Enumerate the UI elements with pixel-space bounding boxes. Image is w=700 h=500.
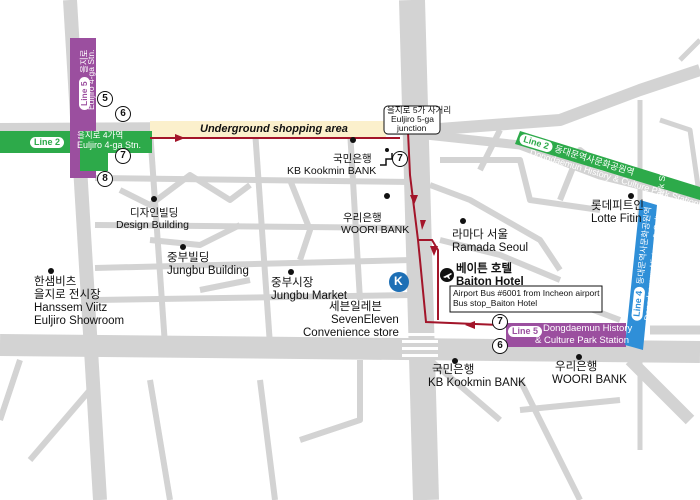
woori-bottom-en: WOORI BANK (552, 374, 627, 386)
seven-ko: 세븐일레븐 (329, 301, 382, 313)
airport-bus-box (449, 285, 603, 313)
ramada-ko: 라마다 서울 (452, 229, 509, 241)
baiton-en: Baiton Hotel (456, 276, 524, 288)
jungbu-bld-ko: 중부빌딩 (167, 252, 210, 264)
kb-top-en: KB Kookmin BANK (287, 165, 377, 177)
kb-bottom-en: KB Kookmin BANK (428, 377, 526, 389)
jungbu-bld-en: Jungbu Building (167, 265, 249, 277)
woori-mid-ko: 우리은행 (343, 212, 382, 224)
seven-en-1: SevenEleven (331, 314, 399, 326)
exit-badge-6: 6 (115, 106, 131, 122)
junction-en-1: Euljiro 5-ga (391, 114, 434, 124)
stairs-icon (380, 153, 393, 166)
euljiro4-ko-label: 을지로 4가역 (77, 130, 124, 140)
lotte-ko: 롯데피트인 (591, 200, 644, 212)
euljiro4-en-label: Euljiro 4-ga Stn. (77, 140, 142, 150)
jungbu-mkt-en: Jungbu Market (271, 290, 348, 302)
hanssem-en-2: Euljiro Showroom (34, 315, 125, 327)
baiton-hotel-logo (389, 272, 409, 292)
jungbu-mkt-ko: 중부시장 (271, 277, 314, 289)
exit-badge-8: 8 (97, 171, 113, 187)
junction-en-2: junction (397, 123, 427, 133)
junction-ko: 을지로 5가 사거리 (387, 105, 452, 115)
airport-bus-line-1: Airport Bus #6001 from Incheon airport (453, 288, 600, 298)
kb-bottom-ko: 국민은행 (432, 364, 475, 376)
line2-band-right (515, 131, 700, 200)
ddp-line5-en-1: Dongdaemun History (543, 323, 633, 334)
hanssem-ko-1: 한샘비츠 (34, 276, 77, 288)
seven-en-2: Convenience store (303, 327, 399, 339)
design-en: Design Building (116, 219, 189, 231)
hanssem-en-1: Hanssem Viitz (34, 302, 108, 314)
person-icon (385, 148, 389, 152)
airport-bus-line-2: Bus stop_Baiton Hotel (453, 298, 538, 308)
underground-shopping-label: Underground shopping area (200, 123, 348, 135)
lotte-en: Lotte Fitin (591, 213, 642, 225)
exit-badge-6-ddp: 6 (492, 338, 508, 354)
exit-badge-7-left: 7 (115, 148, 131, 164)
woori-mid-en: WOORI BANK (341, 224, 410, 236)
line5-left-vertical-en: Euljiro 4-ga Stn. (86, 49, 96, 110)
exit-badge-7-junction: 7 (392, 151, 408, 167)
line2-left-tag: Line 2 (30, 136, 65, 149)
right-road-2 (425, 130, 700, 205)
walking-route (150, 131, 501, 326)
hotel-logo-letter: K (394, 274, 403, 288)
junction-box (383, 105, 441, 135)
airplane-icon (440, 268, 454, 282)
underground-shopping-strip (150, 121, 386, 138)
woori-bottom-ko: 우리은행 (555, 361, 598, 373)
hanssem-ko-2: 을지로 전시장 (34, 289, 101, 301)
ramada-en: Ramada Seoul (452, 242, 529, 254)
main-road-horizontal (0, 334, 700, 363)
exit-badge-5: 5 (97, 91, 113, 107)
baiton-ko: 베이튼 호텔 (456, 263, 513, 275)
line5-right-tag: Line 5 (508, 325, 543, 338)
exit-badge-7-ddp: 7 (492, 314, 508, 330)
ddp-line5-en-2: & Culture Park Station (535, 335, 629, 346)
design-ko: 디자인빌딩 (130, 207, 179, 219)
upper-right-road (425, 64, 700, 136)
kb-top-ko: 국민은행 (333, 153, 372, 165)
